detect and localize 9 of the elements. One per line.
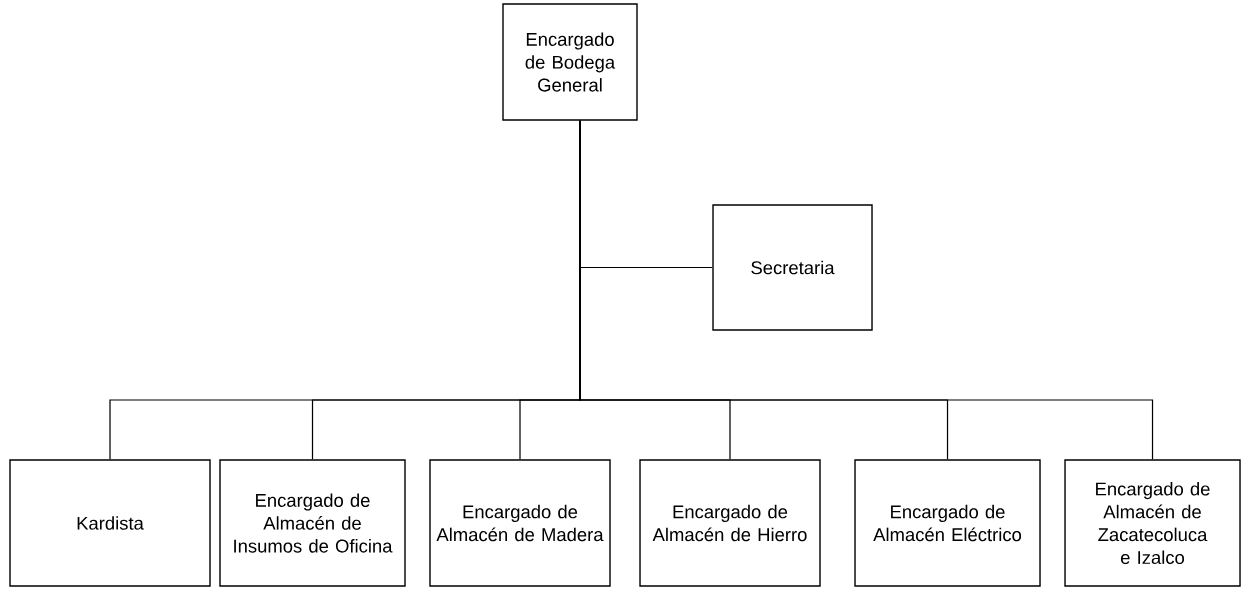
connector-line [579, 120, 1154, 460]
org-box: Encargado de Bodega General [502, 3, 638, 121]
org-box: Encargado de Almacén de Madera [429, 459, 611, 587]
org-box: Encargado de Almacén de Hierro [639, 459, 821, 587]
org-box: Kardista [9, 459, 211, 587]
org-box: Encargado de Almacén de Insumos de Oficina [219, 459, 406, 587]
org-box: Encargado de Almacén Eléctrico [854, 459, 1041, 587]
org-box: Secretaria [712, 204, 873, 331]
org-box: Encargado de Almacén de Zacatecoluca e Izalco [1064, 459, 1241, 587]
